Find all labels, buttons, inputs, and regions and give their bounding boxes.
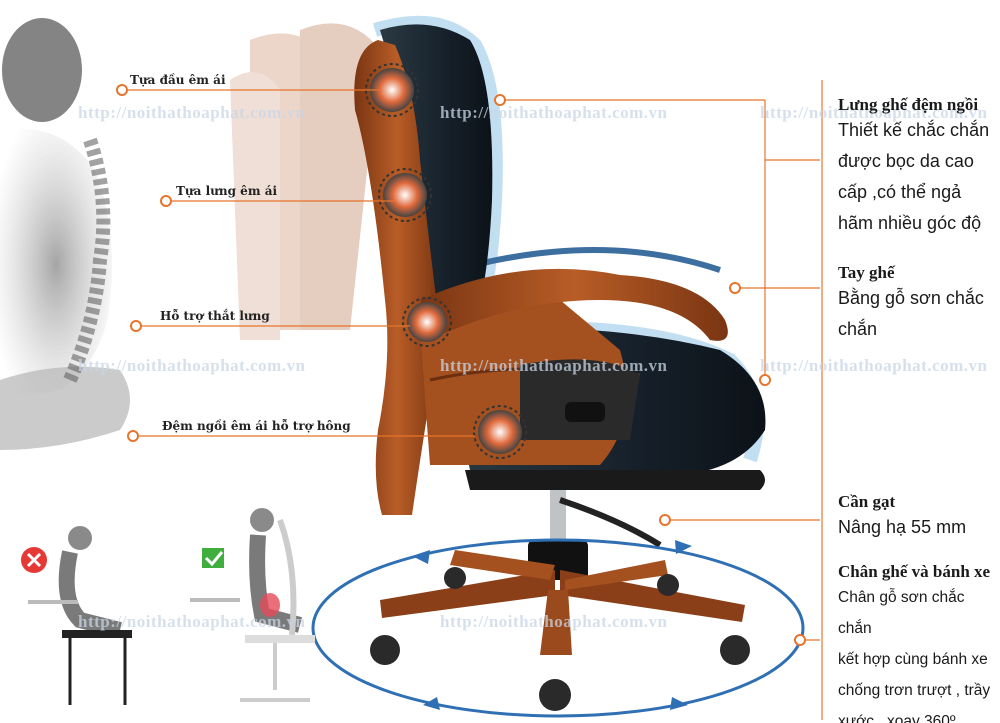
feature-arm: Tay ghế Bằng gỗ sơn chắc chắn (838, 263, 984, 345)
posture-wrong (21, 526, 132, 705)
feature-base-line: xước , xoay 360º. (838, 713, 960, 723)
rotation-ring (311, 538, 805, 718)
feature-arm-line: chắn (838, 319, 878, 339)
feature-back-line: được bọc da cao (838, 151, 974, 171)
feature-base-line: chống trơn trượt , trầy (838, 682, 991, 699)
label-lumbar: Hỗ trợ thắt lưng (160, 309, 270, 323)
label-headrest: Tựa đầu êm ái (130, 73, 226, 87)
posture-correct (190, 508, 315, 702)
feature-arm-title: Tay ghế (838, 263, 895, 282)
feature-arm-line: Bằng gỗ sơn chắc (838, 288, 984, 308)
feature-base-line: Chân gỗ sơn chắc chắn (838, 589, 965, 637)
watermark: http://noithathoaphat.com.vn (78, 103, 306, 122)
feature-lever-line: Nâng hạ 55 mm (838, 517, 967, 537)
label-backrest: Tựa lưng êm ái (176, 184, 278, 198)
leader-lines (122, 80, 823, 720)
watermark: http://noithathoaphat.com.vn (440, 356, 668, 375)
feature-lever-title: Cần gạt (838, 492, 896, 511)
human-silhouette (0, 18, 130, 450)
feature-back: Lưng ghế đệm ngồi Thiết kế chắc chắn đượ… (838, 95, 989, 239)
watermark: http://noithathoaphat.com.vn (78, 356, 306, 375)
feature-base-line: kết hợp cùng bánh xe (838, 651, 988, 668)
massage-points (365, 63, 527, 459)
watermark: http://noithathoaphat.com.vn (760, 103, 988, 122)
feature-back-line: Thiết kế chắc chắn (838, 120, 990, 140)
watermark: http://noithathoaphat.com.vn (760, 356, 988, 375)
feature-back-line: hãm nhiều góc độ (838, 213, 982, 233)
wooden-base (370, 550, 750, 711)
armrest (420, 268, 728, 341)
watermark: http://noithathoaphat.com.vn (440, 103, 668, 122)
feature-back-title: Lưng ghế đệm ngồi (838, 95, 979, 114)
feature-back-line: cấp ,có thể ngả (838, 182, 962, 202)
label-seat-cushion: Đệm ngồi êm ái hỗ trợ hông (162, 419, 351, 433)
feature-base-title: Chân ghế và bánh xe (838, 562, 991, 581)
recline-ghosts (230, 23, 380, 340)
watermark: http://noithathoaphat.com.vn (440, 612, 668, 631)
feature-base: Chân ghế và bánh xe Chân gỗ sơn chắc chắ… (838, 562, 1000, 723)
wood-frame (354, 40, 440, 515)
feature-lever: Cần gạt Nâng hạ 55 mm (838, 492, 966, 543)
watermark: http://noithathoaphat.com.vn (78, 612, 306, 631)
